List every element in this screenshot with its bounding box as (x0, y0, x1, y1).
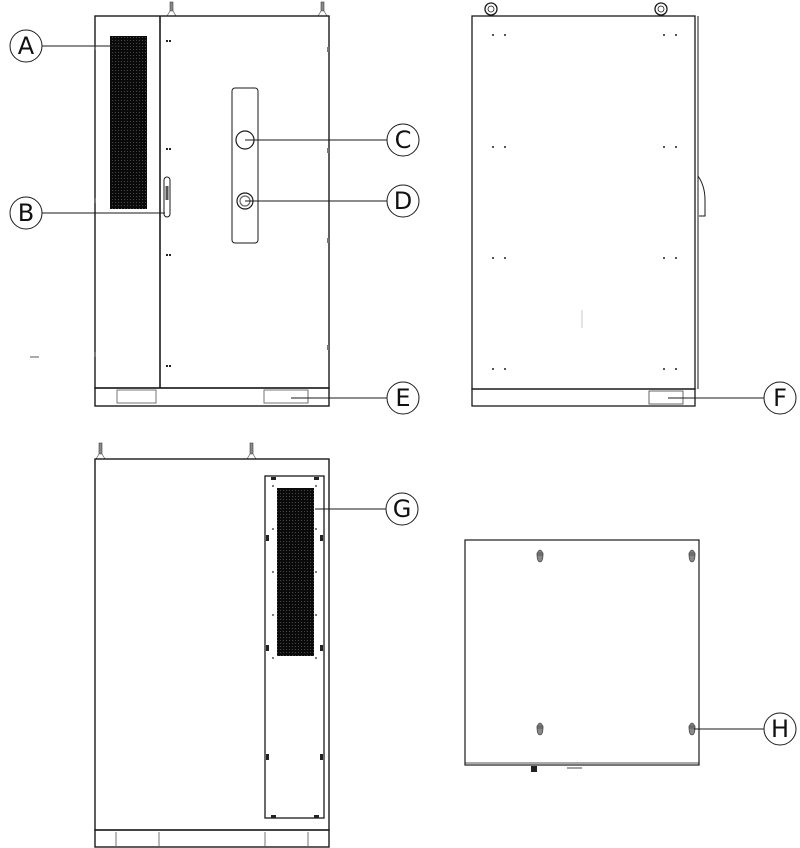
side-view (471, 2, 706, 407)
callout-label-c: C (394, 126, 412, 154)
callout-label-e: E (395, 384, 411, 412)
rear-access-panel (264, 475, 325, 819)
plinth (94, 387, 330, 407)
callouts (9, 29, 797, 746)
callout-circle-d (386, 184, 420, 218)
callout-circle-f (763, 381, 797, 415)
rear-view (94, 442, 330, 848)
eye-bolt-icon (95, 442, 106, 460)
keyhole-mount-icon (536, 549, 696, 736)
eye-bolt-icon (317, 1, 328, 17)
control-panel (231, 87, 259, 244)
callout-label-f: F (773, 384, 787, 412)
callout-circle-e (386, 381, 420, 415)
callout-label-a: A (17, 32, 35, 60)
callout-circle-a (9, 29, 43, 63)
rear-ventilation-grille (277, 488, 314, 656)
callout-circle-g (385, 492, 419, 526)
eye-bolt-icon (246, 442, 257, 460)
front-view (94, 1, 330, 407)
rear-plinth (94, 829, 330, 848)
eye-bolt-icon (166, 1, 177, 17)
callout-label-b: B (17, 199, 35, 227)
top-view (464, 539, 700, 772)
callout-label-d: D (393, 187, 413, 215)
callout-circle-b (9, 196, 43, 230)
lifting-ring-icon (654, 2, 668, 16)
top-latch-icon (531, 766, 537, 772)
callout-label-h: H (770, 715, 790, 743)
callout-label-g: G (392, 495, 412, 523)
door-handle-icon (163, 176, 171, 218)
side-handle-icon (697, 175, 706, 217)
callout-circle-c (386, 123, 420, 157)
callout-circle-h (763, 712, 797, 746)
lifting-ring-icon (484, 2, 498, 16)
side-plinth (471, 388, 696, 407)
ventilation-grille (110, 36, 147, 209)
